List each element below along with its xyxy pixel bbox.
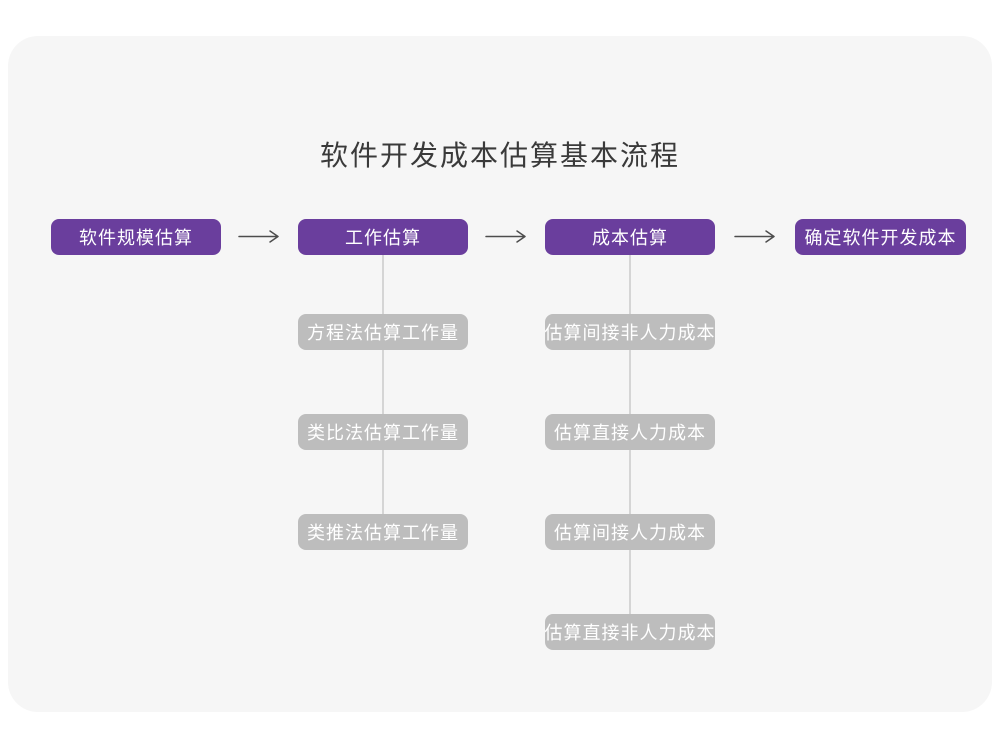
node-cost-estimation: 成本估算 [545,219,715,255]
node-work-estimation: 工作估算 [298,219,468,255]
node-indirect-labor-cost: 估算间接人力成本 [545,514,715,550]
diagram-panel: 软件开发成本估算基本流程 软件规模估算 工作估算 成本估算 确定软件开发成本 方… [8,36,992,712]
right-arrow-icon [238,229,280,244]
node-indirect-non-labor-cost: 估算间接非人力成本 [545,314,715,350]
node-determine-software-dev-cost: 确定软件开发成本 [795,219,966,255]
connector-line-work-estimation [382,255,384,532]
diagram-title: 软件开发成本估算基本流程 [319,140,680,171]
node-analogy-method-effort: 类比法估算工作量 [298,414,468,450]
node-direct-non-labor-cost: 估算直接非人力成本 [545,614,715,650]
right-arrow-icon [485,229,527,244]
node-extrapolation-method-effort: 类推法估算工作量 [298,514,468,550]
node-software-scale-estimation: 软件规模估算 [51,219,221,255]
right-arrow-icon [734,229,776,244]
node-equation-method-effort: 方程法估算工作量 [298,314,468,350]
node-direct-labor-cost: 估算直接人力成本 [545,414,715,450]
